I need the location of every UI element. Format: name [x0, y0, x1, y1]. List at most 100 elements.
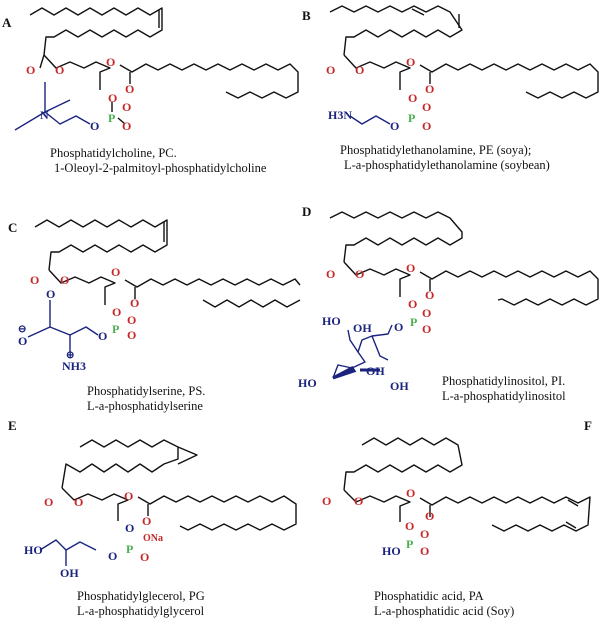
- atom-o: O: [420, 544, 429, 558]
- atom-o: O: [326, 267, 335, 281]
- panel-f-linoleoyl-chain: [419, 496, 591, 532]
- panel-e-structure: E HO OH O O O O O ONa O P O: [8, 418, 297, 580]
- panel-f-stearoyl-chain: [343, 437, 463, 491]
- panel-d-arachidonoyl-chain: [329, 211, 463, 263]
- panel-d-inositol-ring-3: [371, 335, 389, 361]
- panel-a-subname: 1-Oleoyl-2-palmitoyl-phosphatidylcholine: [54, 161, 267, 175]
- plus-charge: ⊕: [66, 350, 74, 361]
- panel-f-caption: Phosphatidic acid, PA L-a-phosphatidic a…: [374, 589, 514, 619]
- atom-oh: OH: [366, 364, 385, 378]
- atom-o: O: [422, 100, 431, 114]
- panel-a-glycerol: [43, 54, 111, 90]
- panel-a-structure: A O O O O O O O P O N: [2, 7, 299, 133]
- atom-o: O: [26, 63, 35, 77]
- atom-o-link: O: [390, 119, 399, 133]
- atom-o: O: [125, 521, 134, 535]
- panel-c-serine-carboxyl: [27, 300, 51, 338]
- atom-ho: HO: [382, 544, 401, 558]
- atom-nh3: NH3: [62, 359, 86, 373]
- panel-e-letter: E: [8, 418, 17, 433]
- atom-n: N: [40, 108, 49, 122]
- panel-c-subname: L-a-phosphatidylserine: [87, 399, 203, 413]
- atom-o: O: [408, 91, 417, 105]
- panel-d-structure: D HO OH HO OH OH O O O O O O O P O: [298, 204, 599, 393]
- atom-o: O: [406, 486, 415, 500]
- panel-a-caption: Phosphatidylcholine, PC. 1-Oleoyl-2-palm…: [50, 146, 266, 176]
- panel-b-double-bond-2: [411, 8, 425, 16]
- panel-b-subname: L-a-phosphatidylethanolamine (soybean): [344, 158, 550, 172]
- atom-o: O: [130, 296, 139, 310]
- panel-c-serine-chain: [69, 326, 99, 336]
- panel-d-inositol-ring: [332, 329, 366, 379]
- atom-o: O: [422, 322, 431, 336]
- panel-c-palmitoyl-chain: [124, 278, 301, 288]
- panel-f-double-bond-2: [565, 521, 577, 529]
- panel-e-caption: Phosphatidylglecerol, PG L-a-phosphatidy…: [77, 589, 205, 619]
- panel-e-subname: L-a-phosphatidylglycerol: [77, 604, 205, 618]
- atom-o: O: [140, 550, 149, 564]
- atom-ona: ONa: [143, 533, 163, 544]
- panel-d-wedge-bond: [332, 366, 380, 380]
- atom-o: O: [125, 82, 134, 96]
- atom-o: O: [74, 495, 83, 509]
- panel-e-glycerol: [61, 487, 129, 521]
- panel-f-name: Phosphatidic acid, PA: [374, 589, 484, 603]
- atom-o: O: [60, 273, 69, 287]
- atom-o: O: [18, 334, 27, 348]
- atom-o: O: [425, 82, 434, 96]
- atom-o: O: [122, 100, 131, 114]
- atom-p: P: [112, 322, 119, 336]
- panel-e-name: Phosphatidylglecerol, PG: [77, 589, 205, 603]
- panel-c-structure: C O O ⊖ ⊕ NH3 O O O O O O O P O: [8, 219, 301, 373]
- panel-b-name: Phosphatidylethanolamine, PE (soya);: [340, 143, 532, 157]
- atom-o: O: [355, 267, 364, 281]
- atom-ho: HO: [24, 543, 43, 557]
- panel-f-letter: F: [584, 418, 592, 433]
- atom-o: O: [355, 63, 364, 77]
- atom-oh: OH: [390, 379, 409, 393]
- panel-d-name: Phosphatidylinositol, PI.: [442, 374, 566, 388]
- minus-charge: ⊖: [18, 324, 26, 335]
- panel-c-palmitoyl-tail: [202, 299, 301, 308]
- panel-e-palmitoyl-chain: [137, 495, 297, 531]
- atom-o: O: [122, 119, 131, 133]
- panel-a-carbonyl-bond: [39, 54, 45, 69]
- panel-a-palmitoyl-chain: [119, 63, 299, 99]
- atom-oh: OH: [353, 321, 372, 335]
- panel-d-caption: Phosphatidylinositol, PI. L-a-phosphatid…: [442, 374, 566, 404]
- panel-d-letter: D: [302, 204, 311, 219]
- panel-e-glycerol-head: [39, 539, 97, 551]
- atom-o-link: O: [98, 329, 107, 343]
- panel-c-glycerol: [48, 269, 116, 305]
- atom-o: O: [106, 55, 115, 69]
- atom-oh: OH: [60, 566, 79, 580]
- panel-b-palmitoyl-chain: [419, 63, 599, 99]
- panel-f-subname: L-a-phosphatidic acid (Soy): [374, 604, 515, 618]
- panel-f-double-bond: [567, 499, 579, 507]
- atom-o: O: [127, 313, 136, 327]
- atom-o: O: [322, 494, 331, 508]
- panel-a-n-methyl: [14, 82, 46, 131]
- atom-o: O: [406, 261, 415, 275]
- panel-c-name: Phosphatidylserine, PS.: [87, 384, 206, 398]
- atom-o: O: [425, 509, 434, 523]
- panel-b-caption: Phosphatidylethanolamine, PE (soya); L-a…: [340, 143, 550, 173]
- atom-o: O: [408, 297, 417, 311]
- atom-o: O: [108, 91, 117, 105]
- panel-b-structure: B O O O O O O O P O H3N: [302, 5, 599, 133]
- panel-f-glycerol: [343, 489, 411, 522]
- panel-c-letter: C: [8, 220, 17, 235]
- atom-o-link: O: [90, 119, 99, 133]
- panel-c-caption: Phosphatidylserine, PS. L-a-phosphatidyl…: [87, 384, 205, 414]
- atom-h3n: H3N: [328, 108, 352, 122]
- atom-o: O: [406, 55, 415, 69]
- atom-ho: HO: [322, 314, 341, 328]
- panel-f-structure: F O O O O O O O P HO: [322, 418, 592, 558]
- panel-a-oleoyl-chain: [29, 7, 163, 56]
- atom-ho: HO: [298, 376, 317, 390]
- panel-b-linoleoyl-chain: [329, 5, 463, 56]
- atom-o: O: [124, 489, 133, 503]
- atom-o: O: [142, 514, 151, 528]
- panel-b-letter: B: [302, 8, 311, 23]
